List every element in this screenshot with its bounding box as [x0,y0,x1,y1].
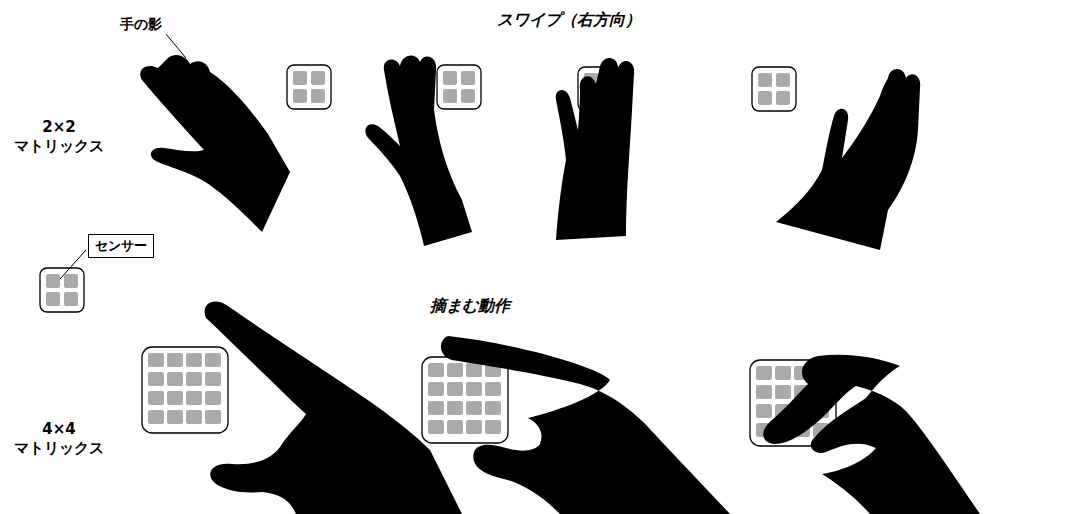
hand-shadow [776,69,920,250]
hand-shadow [140,55,290,232]
leader-line [60,250,86,279]
sensor-2x2 [40,268,84,312]
hand-shadow [556,58,634,240]
hand-shadow [441,336,730,514]
sensor-4x4 [422,357,508,443]
leader-line [166,34,186,58]
sensor-2x2 [437,65,481,109]
hand-label: 手の影 [120,16,162,34]
callout-box: センサー [88,234,154,258]
sensor-4x4 [142,347,228,433]
hand-shadow [365,56,472,246]
hand-shadow [763,355,980,514]
sensor-2x2 [752,67,796,111]
sensor-2x2 [287,65,331,109]
matrix-label: 2×2 マトリックス [4,118,114,156]
gesture-title: スワイプ（右方向） [497,10,641,30]
gesture-title: 摘まむ動作 [430,296,510,316]
hand-shadow [205,302,462,514]
matrix-label: 4×4 マトリックス [4,420,114,458]
callout-text: センサー [95,238,147,253]
